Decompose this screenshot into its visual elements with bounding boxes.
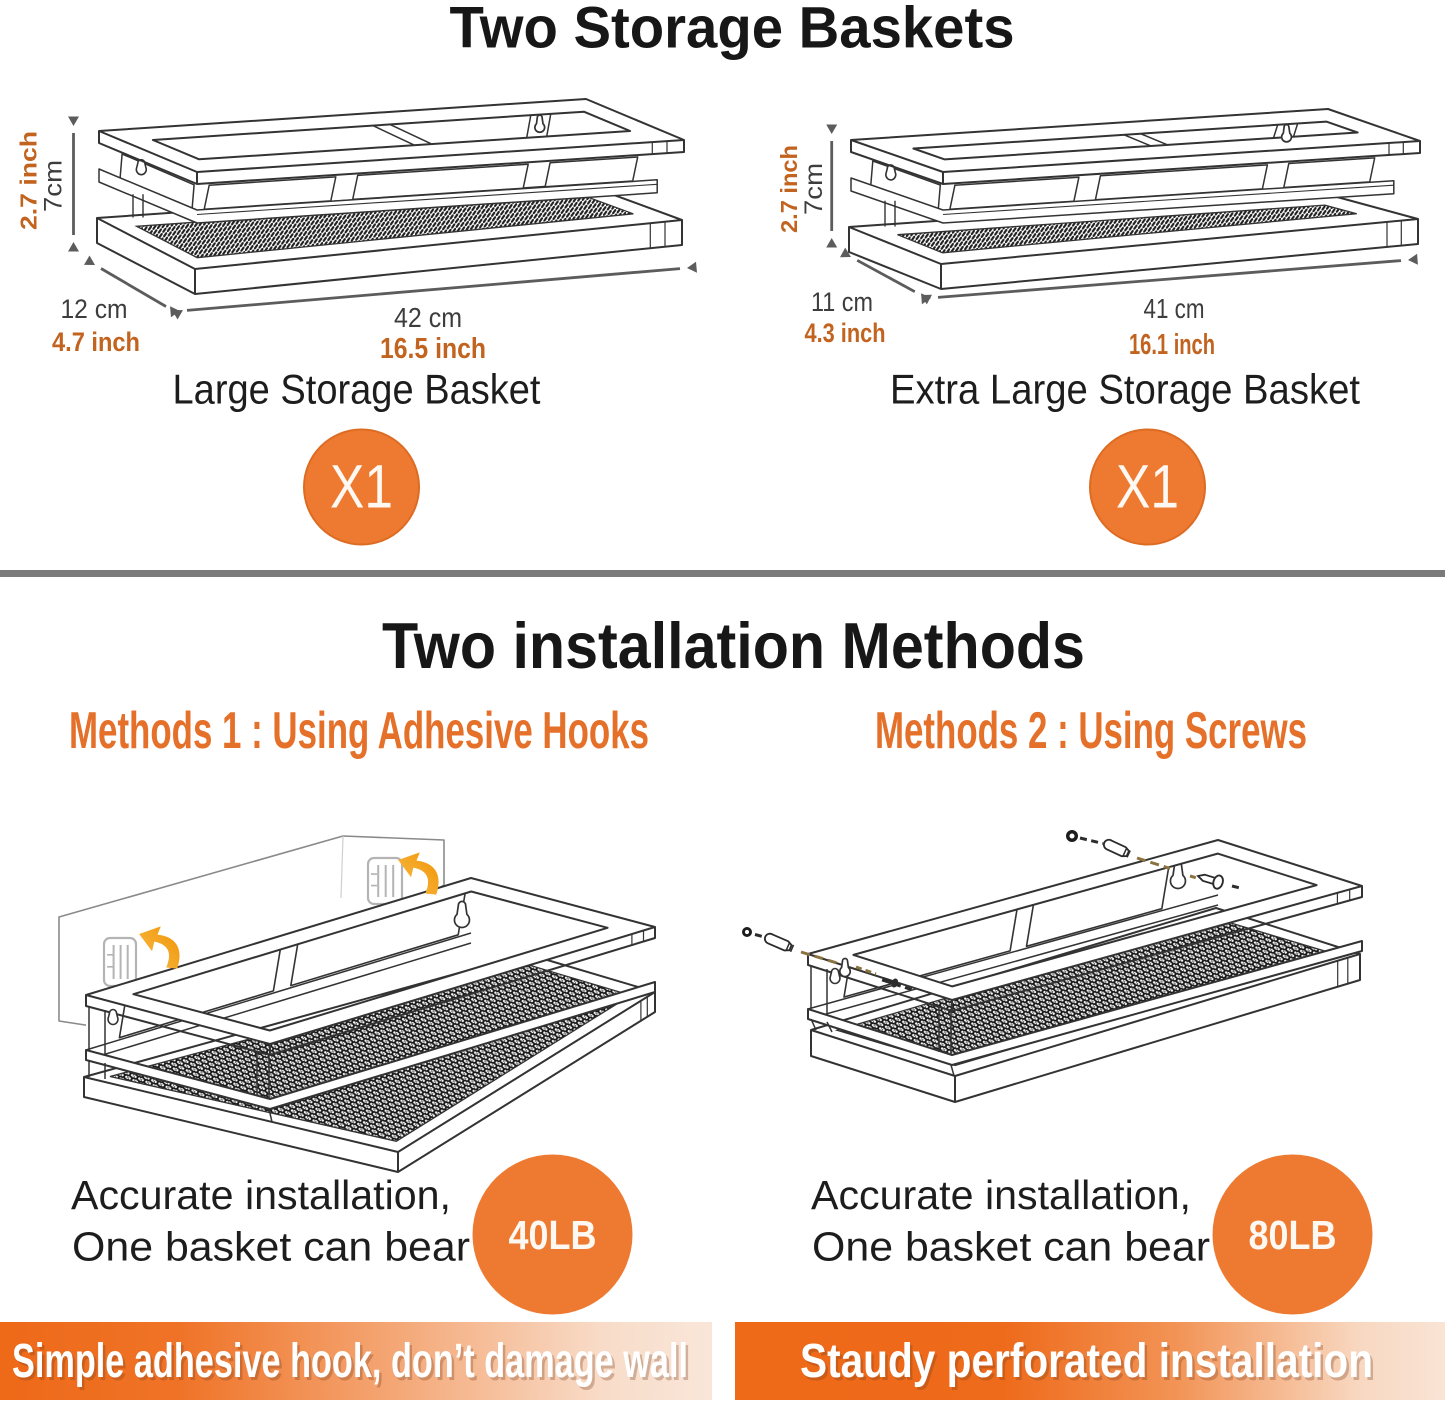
svg-text:Methods 1 : Using Adhesive Hoo: Methods 1 : Using Adhesive Hooks [69,702,649,760]
svg-text:Accurate installation,: Accurate installation, [811,1172,1191,1218]
svg-text:12 cm: 12 cm [61,294,128,324]
svg-text:80LB: 80LB [1249,1212,1337,1258]
svg-text:Simple adhesive hook, don’t da: Simple adhesive hook, don’t damage wall [12,1335,688,1388]
svg-text:Simple adhesive hook, don’t da: Simple adhesive hook, don’t damage wall [15,1338,691,1391]
svg-text:X1: X1 [330,453,393,521]
svg-text:One basket can bear: One basket can bear [72,1224,470,1270]
svg-text:Staudy perforated installation: Staudy perforated installation [803,1338,1376,1391]
svg-text:Two Storage Baskets: Two Storage Baskets [450,0,1015,61]
svg-text:4.7 inch: 4.7 inch [52,327,140,357]
svg-text:11 cm: 11 cm [811,287,873,317]
svg-text:16.5 inch: 16.5 inch [380,333,486,365]
svg-text:42 cm: 42 cm [394,302,462,333]
svg-text:2.7 inch: 2.7 inch [16,131,42,230]
svg-text:7cm: 7cm [800,163,828,215]
svg-text:One basket can bear: One basket can bear [812,1224,1210,1270]
svg-text:Methods 2 : Using Screws: Methods 2 : Using Screws [875,702,1307,760]
svg-text:7cm: 7cm [40,160,68,212]
svg-text:Staudy perforated installation: Staudy perforated installation [800,1335,1373,1388]
svg-text:Two installation Methods: Two installation Methods [382,609,1085,682]
svg-text:41 cm: 41 cm [1144,293,1205,324]
svg-text:Extra Large Storage Basket: Extra Large Storage Basket [890,366,1360,413]
svg-text:Large Storage Basket: Large Storage Basket [173,366,541,413]
svg-text:16.1 inch: 16.1 inch [1129,329,1215,361]
svg-text:40LB: 40LB [509,1212,597,1258]
svg-text:X1: X1 [1116,453,1179,521]
svg-text:Accurate installation,: Accurate installation, [71,1172,451,1218]
svg-text:2.7 inch: 2.7 inch [776,145,802,233]
svg-text:4.3 inch: 4.3 inch [805,318,886,348]
